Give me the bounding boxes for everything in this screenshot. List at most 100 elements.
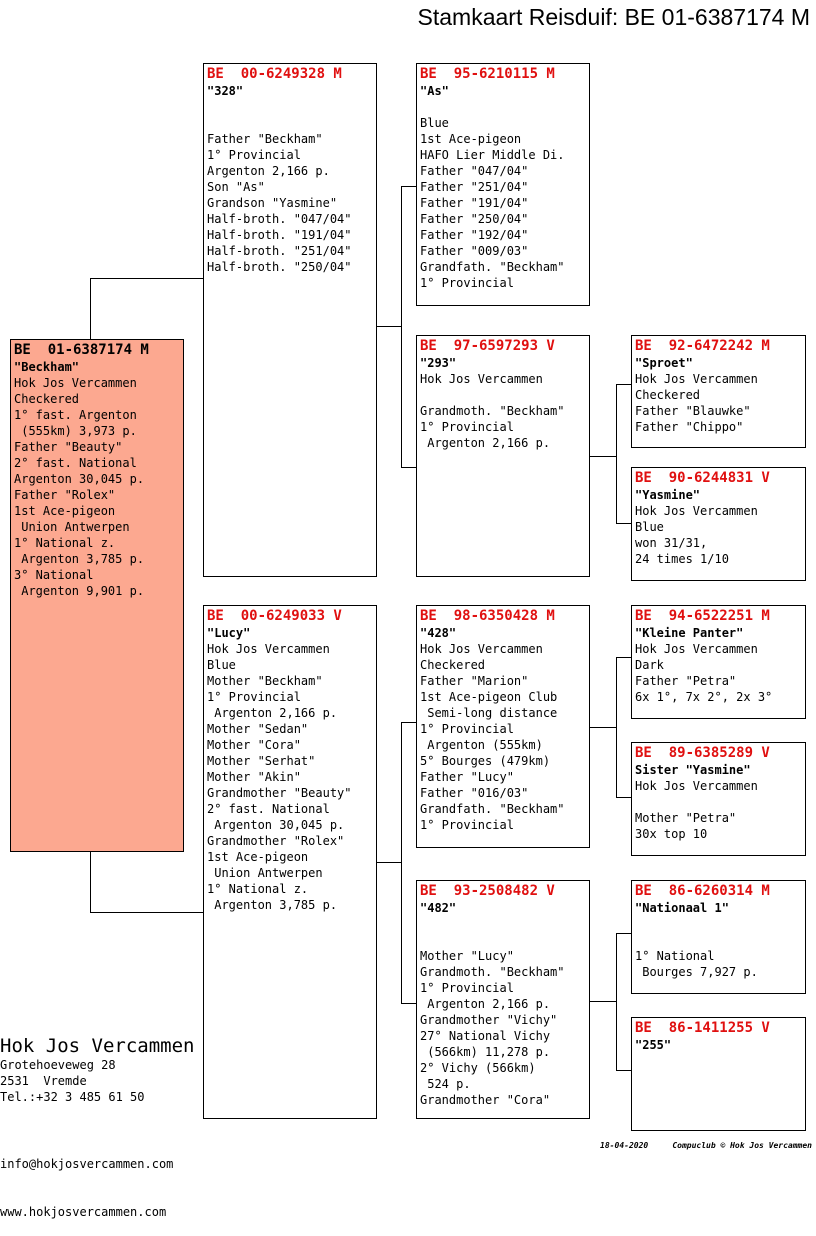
breeder-address: Grotehoeveweg 28 <box>0 1058 116 1072</box>
detail-line <box>635 932 805 948</box>
detail-line: 1st Ace-pigeon <box>207 850 309 864</box>
ring-number: BE 89-6385289 V <box>635 745 770 761</box>
detail-line: Hok Jos Vercammen <box>420 372 543 386</box>
connector <box>589 727 616 728</box>
detail-line: Argenton 2,166 p. <box>420 997 551 1011</box>
ring-number: BE 92-6472242 M <box>635 338 770 354</box>
pigeon-card-father[interactable]: BE 00-6249328 M "328" Father "Beckham"1°… <box>203 63 377 577</box>
detail-line: Argenton 3,785 p. <box>207 898 338 912</box>
connector <box>401 186 402 467</box>
pigeon-details: Mother "Lucy"Grandmoth. "Beckham"1° Prov… <box>420 916 589 1108</box>
detail-line: Mother "Petra" <box>635 811 737 825</box>
detail-line: Mother "Beckham" <box>207 674 323 688</box>
detail-line: 1° National <box>635 949 715 963</box>
detail-line: won 31/31, <box>635 536 708 550</box>
detail-line: Argenton 30,045 p. <box>207 818 345 832</box>
breeder-contact: info@hokjosvercammen.com www.hokjosverca… <box>0 1124 173 1236</box>
detail-line: (555km) 3,973 p. <box>14 424 137 438</box>
detail-line: HAFO Lier Middle Di. <box>420 148 565 162</box>
detail-line <box>635 794 805 810</box>
connector <box>401 722 417 723</box>
detail-line: Grandmother "Rolex" <box>207 834 345 848</box>
detail-line: Bourges 7,927 p. <box>635 965 758 979</box>
pigeon-card-father-mother[interactable]: BE 97-6597293 V "293" Hok Jos Vercammen … <box>416 335 590 577</box>
detail-line <box>420 99 589 115</box>
pigeon-card-mm-father[interactable]: BE 86-6260314 M "Nationaal 1" 1° Nationa… <box>631 880 806 994</box>
detail-line: Hok Jos Vercammen <box>420 642 543 656</box>
detail-line: 5° Bourges (479km) <box>420 754 551 768</box>
pigeon-card-fm-father[interactable]: BE 92-6472242 M "Sproet" Hok Jos Vercamm… <box>631 335 806 448</box>
pigeon-card-subject[interactable]: BE 01-6387174 M "Beckham" Hok Jos Vercam… <box>10 339 184 852</box>
detail-line: Hok Jos Vercammen <box>635 642 758 656</box>
detail-line: Hok Jos Vercammen <box>635 504 758 518</box>
detail-line: Argenton 30,045 p. <box>14 472 145 486</box>
detail-line: Grandmoth. "Beckham" <box>420 404 565 418</box>
ring-number: BE 00-6249033 V <box>207 608 342 624</box>
detail-line: 1° Provincial <box>420 981 514 995</box>
detail-line: Argenton 2,166 p. <box>420 436 551 450</box>
detail-line: Mother "Akin" <box>207 770 301 784</box>
detail-line: Hok Jos Vercammen <box>14 376 137 390</box>
detail-line: Father "250/04" <box>420 212 529 226</box>
detail-line: Father "Marion" <box>420 674 529 688</box>
detail-line: 1° Provincial <box>420 276 514 290</box>
detail-line: Father "251/04" <box>420 180 529 194</box>
pigeon-name: "428" <box>420 626 457 640</box>
connector <box>90 278 204 279</box>
detail-line: 1° Provincial <box>420 420 514 434</box>
footer: 18-04-2020 Compuclub © Hok Jos Vercammen <box>600 1141 812 1150</box>
detail-line: Checkered <box>420 658 486 672</box>
detail-line: Dark <box>635 658 664 672</box>
detail-line: 1° National z. <box>14 536 116 550</box>
connector <box>376 862 401 863</box>
pigeon-card-fm-mother[interactable]: BE 90-6244831 V "Yasmine" Hok Jos Vercam… <box>631 467 806 581</box>
pigeon-card-mf-father[interactable]: BE 94-6522251 M "Kleine Panter" Hok Jos … <box>631 605 806 719</box>
detail-line: Union Antwerpen <box>14 520 130 534</box>
detail-line: Father "Blauwke" <box>635 404 751 418</box>
page-title: Stamkaart Reisduif: BE 01-6387174 M <box>417 4 810 30</box>
pigeon-card-mother-mother[interactable]: BE 93-2508482 V "482" Mother "Lucy"Grand… <box>416 880 590 1119</box>
breeder-email[interactable]: info@hokjosvercammen.com <box>0 1157 174 1171</box>
breeder-website[interactable]: www.hokjosvercammen.com <box>0 1205 167 1219</box>
ring-number: BE 86-1411255 V <box>635 1020 770 1036</box>
detail-line: 30x top 10 <box>635 827 708 841</box>
ring-number: BE 97-6597293 V <box>420 338 555 354</box>
detail-line: Father "Beauty" <box>14 440 123 454</box>
detail-line: 524 p. <box>420 1077 471 1091</box>
pigeon-name: "293" <box>420 356 457 370</box>
connector <box>401 722 402 1003</box>
detail-line: Half-broth. "251/04" <box>207 244 352 258</box>
connector <box>90 912 204 913</box>
detail-line: 24 times 1/10 <box>635 552 729 566</box>
detail-line: Grandfath. "Beckham" <box>420 802 565 816</box>
detail-line: 1° Provincial <box>420 722 514 736</box>
ring-number: BE 94-6522251 M <box>635 608 770 624</box>
detail-line: Argenton (555km) <box>420 738 543 752</box>
breeder-phone: Tel.:+32 3 485 61 50 <box>0 1090 145 1104</box>
detail-line: Father "Rolex" <box>14 488 116 502</box>
detail-line: Hok Jos Vercammen <box>207 642 330 656</box>
connector <box>616 933 617 1070</box>
detail-line: Grandmoth. "Beckham" <box>420 965 565 979</box>
detail-line: 1° fast. Argenton <box>14 408 137 422</box>
detail-line: 1st Ace-pigeon <box>14 504 116 518</box>
pigeon-card-mf-mother[interactable]: BE 89-6385289 V Sister "Yasmine" Hok Jos… <box>631 742 806 856</box>
detail-line: Mother "Cora" <box>207 738 301 752</box>
pigeon-name: "Nationaal 1" <box>635 901 729 915</box>
detail-line: Father "Chippo" <box>635 420 744 434</box>
ring-number: BE 95-6210115 M <box>420 66 555 82</box>
footer-date: 18-04-2020 <box>600 1141 649 1150</box>
ring-number: BE 90-6244831 V <box>635 470 770 486</box>
pigeon-card-mother[interactable]: BE 00-6249033 V "Lucy" Hok Jos Vercammen… <box>203 605 377 1119</box>
pigeon-card-mm-mother[interactable]: BE 86-1411255 V "255" <box>631 1017 806 1131</box>
connector <box>90 278 91 340</box>
detail-line: Father "009/03" <box>420 244 529 258</box>
detail-line: Half-broth. "047/04" <box>207 212 352 226</box>
connector <box>90 851 91 913</box>
detail-line: Half-broth. "250/04" <box>207 260 352 274</box>
